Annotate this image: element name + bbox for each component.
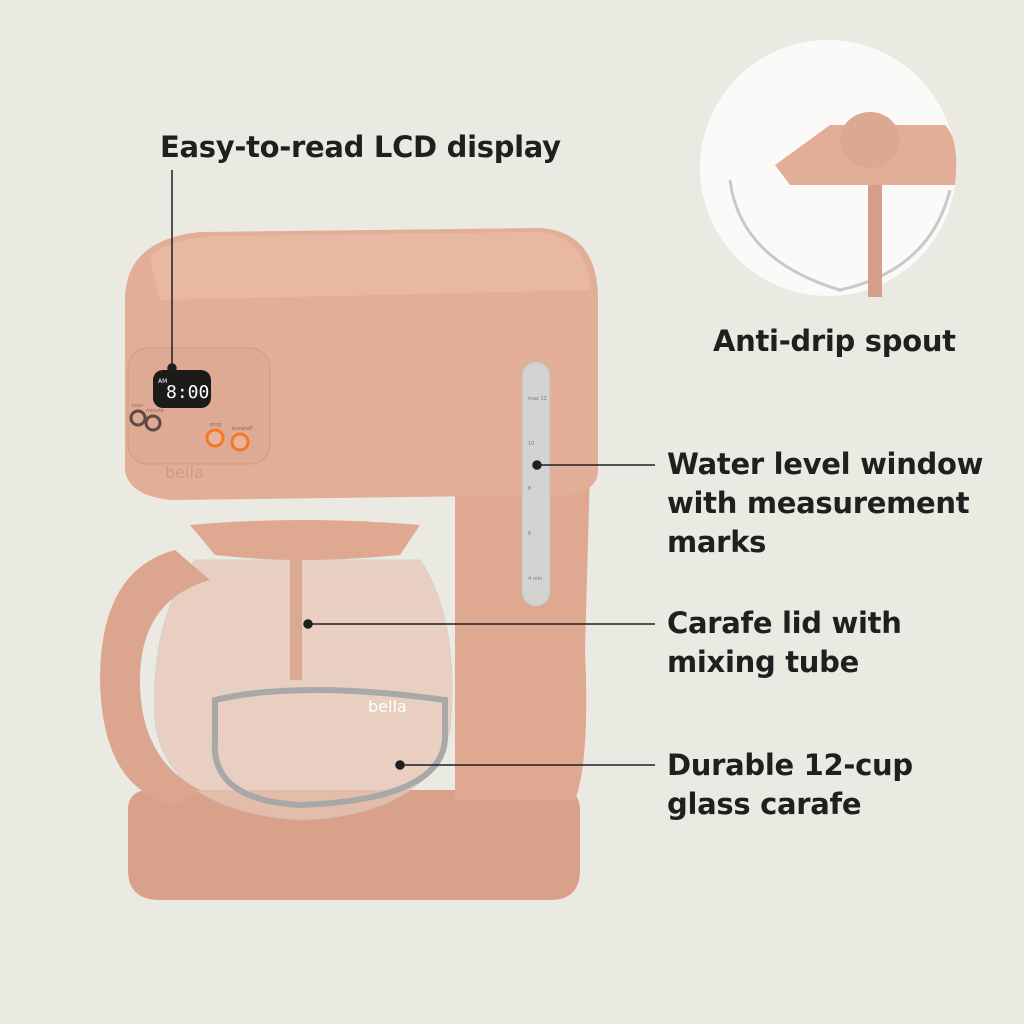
callout-carafe: Durable 12-cup glass carafe [667,748,913,821]
water-leader-dot [532,460,542,470]
mixing-tube [290,540,302,680]
water-level-window [521,361,551,607]
button-label-2: prog [210,422,221,428]
base [128,790,580,900]
lid-leader-dot [303,619,313,629]
callout-lcd: Easy-to-read LCD display [160,130,561,164]
lid [150,232,590,300]
carafe-handle [100,550,210,805]
carafe-leader-dot [395,760,405,770]
carafe-logo: bella [368,697,407,716]
carafe-lid [190,520,420,560]
prog-button[interactable] [205,428,225,448]
water-mark-label: 4 min [528,576,542,582]
carafe-band [211,687,448,809]
water-mark-label: 8 [528,486,531,492]
minute-button[interactable] [144,414,162,432]
lcd-time: 8:00 [166,382,209,403]
water-mark-label: max 12 [528,396,547,402]
lcd-ampm: AM [158,378,167,385]
water-mark-label: 6 [528,531,531,537]
brand-logo: bella [165,463,204,482]
water-mark-label: 10 [528,441,534,447]
button-label-1: minute [146,408,164,414]
hour-button[interactable] [129,409,147,427]
inset-glass [728,179,952,292]
tower [455,470,590,800]
inset-knob [840,112,900,168]
lcd-display [153,370,211,408]
button-label-3: brew/off [232,426,253,432]
callout-carafe-lid: Carafe lid with mixing tube [667,606,902,679]
brew-off-button[interactable] [230,432,250,452]
button-label-0: hour [132,403,144,409]
inset-tube [868,185,882,297]
callout-water-level: Water level window with measurement mark… [667,447,984,559]
callout-spout: Anti-drip spout [713,324,956,358]
lcd-leader-dot [167,363,177,373]
